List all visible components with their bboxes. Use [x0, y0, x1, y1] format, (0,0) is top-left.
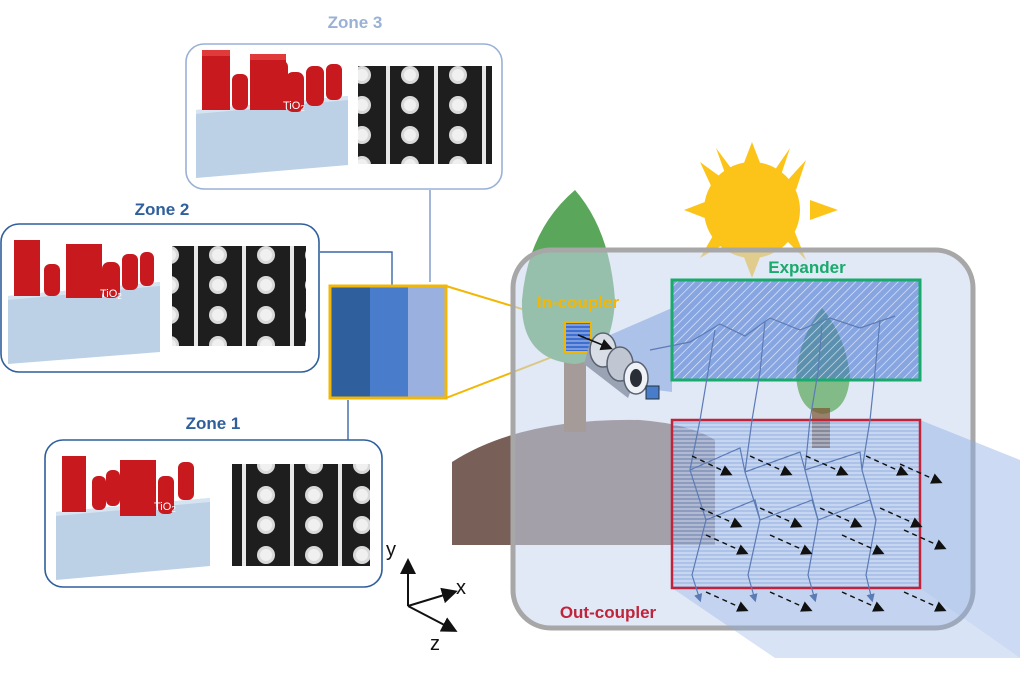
svg-text:TiO2: TiO2: [283, 100, 305, 113]
axis-z-label: z: [430, 633, 440, 655]
svg-text:TiO2: TiO2: [100, 288, 122, 301]
light-paths: [649, 315, 896, 603]
zone1-title: Zone 1: [186, 414, 241, 433]
svg-text:TiO2: TiO2: [154, 501, 176, 514]
sun-icon: [684, 142, 838, 278]
coordinate-axes: y x z: [386, 539, 466, 655]
zone2-3d-model: TiO2: [8, 240, 160, 364]
zone3-panel: Zone 3 TiO2: [185, 13, 503, 190]
gradient-chip: [328, 284, 448, 400]
zone2-panel: Zone 2 TiO2: [0, 200, 320, 373]
in-coupler: In-coupler: [537, 293, 620, 353]
out-coupler-label: Out-coupler: [560, 603, 657, 622]
axis-y-label: y: [386, 539, 396, 561]
axis-x-label: x: [456, 577, 466, 599]
projector-lens-icon: [577, 332, 660, 400]
expander-label: Expander: [768, 258, 846, 277]
zone3-3d-model: TiO2: [196, 50, 348, 178]
zone3-title: Zone 3: [328, 13, 383, 32]
outcoupled-arrows: [691, 455, 947, 612]
zone1-sem-image: [232, 464, 370, 566]
out-coupler-projection: [920, 420, 1020, 658]
zone2-connector: [320, 251, 393, 286]
out-coupler-region: Out-coupler: [560, 418, 922, 622]
zone1-panel: Zone 1 TiO2: [44, 414, 383, 588]
in-coupler-label: In-coupler: [537, 293, 620, 312]
zone2-sem-image: [172, 246, 306, 346]
zone1-3d-model: TiO2: [56, 456, 210, 580]
zone2-title: Zone 2: [135, 200, 190, 219]
zone3-sem-image: [358, 66, 492, 164]
light-beam: [610, 308, 672, 392]
